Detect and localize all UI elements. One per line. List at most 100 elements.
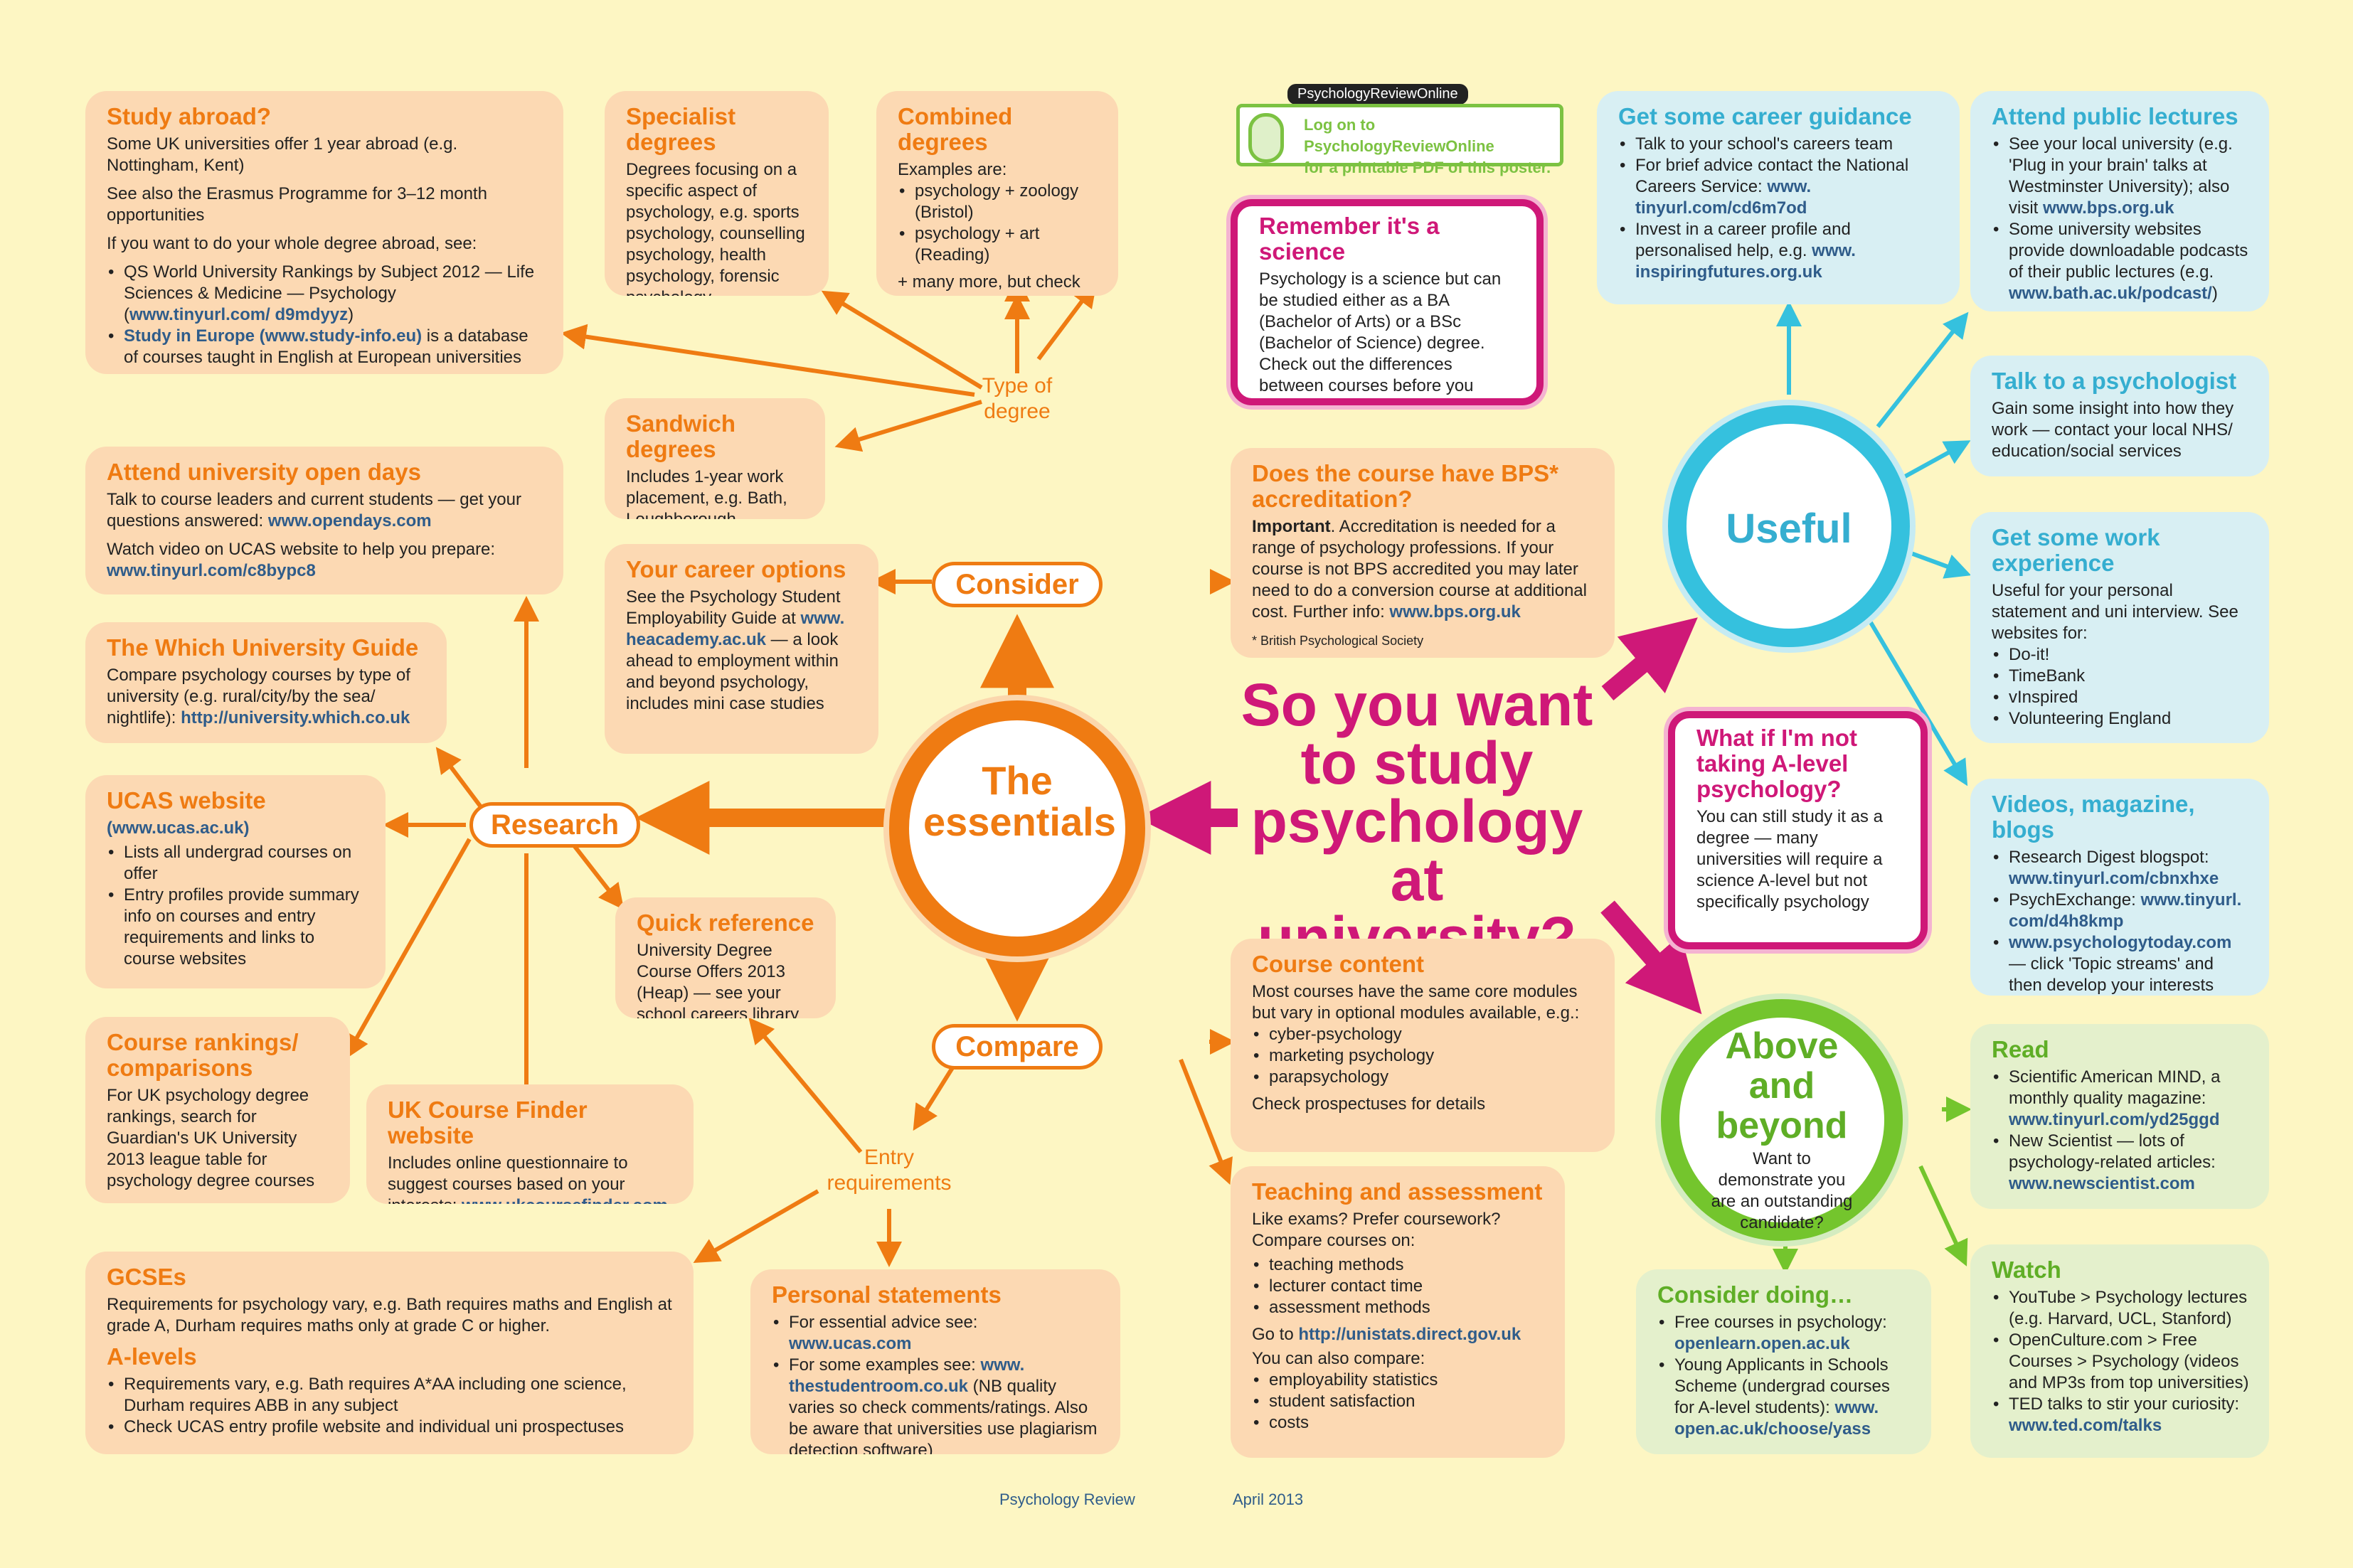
link[interactable]: Study in Europe (www.study-info.eu)	[124, 326, 423, 346]
list-item: Scientific American MIND, a monthly qual…	[1992, 1067, 2251, 1131]
box-title: Study abroad?	[107, 103, 272, 129]
link[interactable]: www.tinyurl.com/yd25ggd	[2009, 1110, 2220, 1129]
box-text: Compare psychology courses by type of un…	[107, 666, 410, 727]
logo-line-1: Log on to PsychologyReviewOnline	[1304, 116, 1494, 155]
box-not-alevel-psychology: What if I'm not taking A-level psycholog…	[1668, 711, 1928, 949]
box-open-days: Attend university open days Talk to cour…	[85, 447, 563, 594]
link[interactable]: www.ucas.com	[789, 1334, 912, 1353]
list-item: psychology + art (Reading)	[898, 223, 1100, 266]
list-item: Volunteering England	[1992, 708, 2251, 730]
box-title: Talk to a psychologist	[1992, 368, 2237, 394]
box-text: Requirements for psychology vary, e.g. B…	[107, 1295, 672, 1335]
link[interactable]: www.tinyurl.com/c8bypc8	[107, 561, 316, 580]
box-title: Sandwich degrees	[626, 410, 736, 462]
link[interactable]: openlearn.open.ac.uk	[1674, 1334, 1850, 1353]
box-sandwich-degrees: Sandwich degrees Includes 1-year work pl…	[605, 398, 825, 519]
box-text: University Degree Course Offers 2013 (He…	[637, 941, 800, 1018]
box-teaching-assessment: Teaching and assessment Like exams? Pref…	[1231, 1166, 1565, 1458]
link[interactable]: http://unistats.direct.gov.uk	[1298, 1325, 1521, 1344]
box-title: Watch	[1992, 1257, 2061, 1283]
hub-useful-label: Useful	[1726, 506, 1852, 552]
link[interactable]: www.tinyurl. com/d4h8kmp	[2009, 890, 2242, 931]
box-public-lectures: Attend public lectures See your local un…	[1970, 91, 2269, 311]
list-item: TED talks to stir your curiosity: www.te…	[1992, 1394, 2251, 1436]
box-footnote: * British Psychological Society	[1252, 634, 1424, 648]
logo-line-2: for a printable PDF of this poster.	[1304, 159, 1551, 176]
box-text: Psychology is a science but can be studi…	[1259, 270, 1502, 398]
link[interactable]: www.newscientist.com	[2009, 1174, 2195, 1193]
link[interactable]: www.ted.com/talks	[2009, 1416, 2162, 1435]
hub-above-and-beyond: Above and beyond Want to demonstrate you…	[1661, 999, 1903, 1241]
box-text: Examples are:	[898, 160, 1007, 179]
list-item: marketing psychology	[1252, 1045, 1596, 1067]
box-videos-magazine-blogs: Videos, magazine, blogs Research Digest …	[1970, 779, 2269, 996]
box-title: Course rankings/ comparisons	[107, 1029, 299, 1081]
mouse-icon	[1248, 113, 1284, 163]
box-watch: Watch YouTube > Psychology lectures (e.g…	[1970, 1244, 2269, 1458]
box-title: Remember it's a science	[1259, 213, 1440, 265]
box-title: Attend public lectures	[1992, 103, 2238, 129]
link[interactable]: www.bps.org.uk	[1389, 602, 1521, 622]
list-item: For essential advice see: www.ucas.com	[772, 1312, 1102, 1355]
link[interactable]: www.tinyurl.com/ d9mdyyz	[129, 305, 349, 324]
box-text: See the Psychology Student Employability…	[626, 587, 845, 713]
box-study-abroad: Study abroad? Some UK universities offer…	[85, 91, 563, 374]
box-text: See also the Erasmus Programme for 3–12 …	[107, 184, 487, 225]
box-text: You can still study it as a degree — man…	[1696, 807, 1883, 912]
link[interactable]: www.psychologytoday.com	[2009, 933, 2232, 952]
link[interactable]: www. inspiringfutures.org.uk	[1635, 241, 1856, 282]
logo-psychology-review-online[interactable]: PsychologyReviewOnline Log on to Psychol…	[1236, 84, 1563, 176]
list-item: Study in Europe (www.study-info.eu) is a…	[107, 326, 545, 368]
box-title: GCSEs	[107, 1264, 186, 1290]
list-item: YouTube > Psychology lectures (e.g. Harv…	[1992, 1287, 2251, 1330]
box-text: Talk to course leaders and current stude…	[107, 490, 521, 530]
label-entry-requirements: Entry requirements	[827, 1146, 952, 1195]
link[interactable]: www.tinyurl.com/cbnxhxe	[2009, 869, 2219, 888]
box-career-guidance: Get some career guidance Talk to your sc…	[1597, 91, 1960, 304]
list-item: PsychExchange: www.tinyurl. com/d4h8kmp	[1992, 890, 2251, 932]
box-title: Read	[1992, 1036, 2049, 1062]
list-item: student satisfaction	[1252, 1391, 1546, 1412]
list-item: Check UCAS entry profile website and ind…	[107, 1417, 675, 1438]
box-text: Useful for your personal statement and u…	[1992, 581, 2238, 643]
box-text: Go to http://unistats.direct.gov.uk	[1252, 1325, 1521, 1344]
box-uk-course-finder: UK Course Finder website Includes online…	[366, 1084, 694, 1204]
link[interactable]: www. open.ac.uk/choose/yass	[1674, 1398, 1879, 1439]
list-item: psychology + zoology (Bristol)	[898, 181, 1100, 223]
link[interactable]: www. thestudentroom.co.uk	[789, 1355, 1025, 1396]
box-title: Get some work experience	[1992, 524, 2160, 576]
hub-essentials: The essentials	[889, 700, 1145, 956]
link[interactable]: www.bps.org.uk	[2043, 198, 2174, 218]
hub-above-label: Above and beyond	[1716, 1025, 1848, 1146]
box-quick-reference: Quick reference University Degree Course…	[615, 897, 836, 1018]
link[interactable]: www.bath.ac.uk/podcast/	[2009, 284, 2212, 303]
box-combined-degrees: Combined degrees Examples are: psycholog…	[876, 91, 1118, 296]
link[interactable]: www.opendays.com	[267, 511, 432, 530]
list-item: For some examples see: www. thestudentro…	[772, 1355, 1102, 1454]
link[interactable]: www. heacademy.ac.uk	[626, 609, 845, 649]
list-item: See your local university (e.g. 'Plug in…	[1992, 134, 2251, 219]
link[interactable]: www. tinyurl.com/cd6m7od	[1635, 177, 1812, 218]
label-consider: Consider	[932, 562, 1103, 607]
list-item: Free courses in psychology: openlearn.op…	[1657, 1312, 1913, 1355]
list-item: employability statistics	[1252, 1370, 1546, 1391]
box-title: Teaching and assessment	[1252, 1178, 1543, 1205]
hub-useful: Useful	[1668, 405, 1910, 647]
list-item: Requirements vary, e.g. Bath requires A*…	[107, 1374, 675, 1417]
box-work-experience: Get some work experience Useful for your…	[1970, 512, 2269, 743]
box-specialist-degrees: Specialist degrees Degrees focusing on a…	[605, 91, 829, 296]
box-read: Read Scientific American MIND, a monthly…	[1970, 1024, 2269, 1209]
link[interactable]: http://university.which.co.uk	[181, 708, 410, 727]
box-text: Includes 1-year work placement, e.g. Bat…	[626, 467, 787, 519]
box-text: Like exams? Prefer coursework? Compare c…	[1252, 1210, 1501, 1250]
list-item: For brief advice contact the National Ca…	[1618, 155, 1941, 219]
link[interactable]: (www.ucas.ac.uk)	[107, 818, 250, 838]
box-talk-psychologist: Talk to a psychologist Gain some insight…	[1970, 356, 2269, 476]
box-text: Check prospectuses for details	[1252, 1094, 1486, 1114]
list-item: Do-it!	[1992, 644, 2251, 666]
box-title: Combined degrees	[898, 103, 1013, 155]
link[interactable]: www.ukcoursefinder.com	[462, 1196, 668, 1204]
label-research: Research	[469, 802, 640, 848]
list-item: parapsychology	[1252, 1067, 1596, 1088]
